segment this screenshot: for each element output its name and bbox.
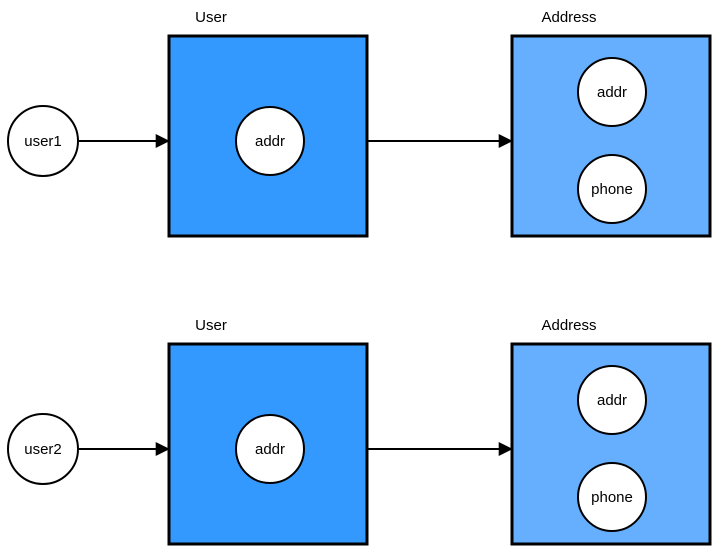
field-label-addr: addr [597,84,627,101]
diagram-row: User addr Address addr phone user1 [7,9,712,238]
field-node-addr[interactable]: addr [577,57,647,127]
field-circle-phone[interactable] [577,462,647,532]
address-object-box-title: Address [541,317,596,334]
address-object-box[interactable]: Address addr phone [510,9,712,238]
field-label-addr: addr [255,441,285,458]
user-object-box[interactable]: User addr [167,9,369,238]
field-circle-addr[interactable] [235,414,305,484]
field-label-addr: addr [597,392,627,409]
variable-node-user1[interactable]: user1 [7,105,79,177]
user-object-box-title: User [195,9,227,26]
field-label-phone: phone [591,181,633,198]
variable-node-user2[interactable]: user2 [7,413,79,485]
field-circle-addr[interactable] [577,365,647,435]
address-object-box-title: Address [541,9,596,26]
field-node-addr[interactable]: addr [235,414,305,484]
field-node-phone[interactable]: phone [577,154,647,224]
variable-circle-user1[interactable] [7,105,79,177]
field-node-addr[interactable]: addr [235,106,305,176]
variable-label-user2: user2 [24,441,62,458]
user-object-box[interactable]: User addr [167,317,369,546]
variable-circle-user2[interactable] [7,413,79,485]
field-node-phone[interactable]: phone [577,462,647,532]
field-label-addr: addr [255,133,285,150]
field-node-addr[interactable]: addr [577,365,647,435]
user-object-box-title: User [195,317,227,334]
field-circle-addr[interactable] [235,106,305,176]
field-label-phone: phone [591,489,633,506]
field-circle-addr[interactable] [577,57,647,127]
variable-label-user1: user1 [24,133,62,150]
field-circle-phone[interactable] [577,154,647,224]
diagram-row: User addr Address addr phone user2 [7,317,712,546]
address-object-box[interactable]: Address addr phone [510,317,712,546]
